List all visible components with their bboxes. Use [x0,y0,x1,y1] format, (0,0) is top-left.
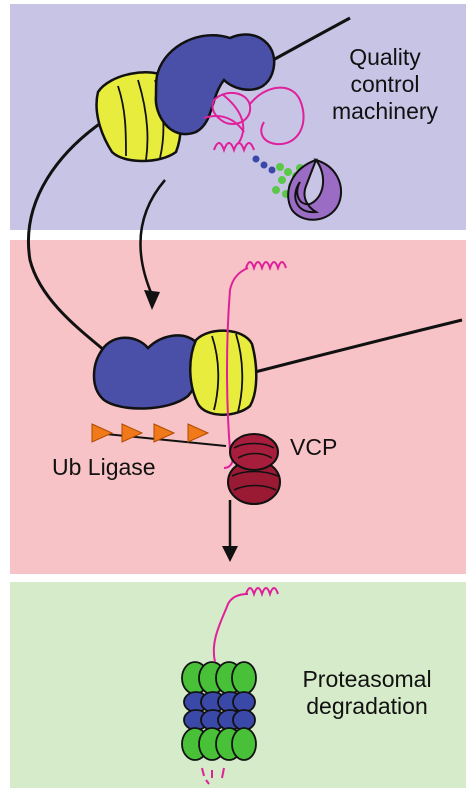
quality-control-line-1: Quality [349,44,421,70]
quality-control-line-3: machinery [331,98,439,124]
blue-protein-top [154,33,276,136]
blue-protein-middle [92,334,204,410]
channel-middle [188,329,258,416]
peptide-fragments [201,767,225,785]
degradation-arrow-head [222,546,238,562]
vcp-label: VCP [290,434,338,460]
transition-arrow [139,179,166,296]
ubiquitin-icon [121,423,144,443]
quality-control-line-2: control [350,71,420,97]
ubiquitin-icon [91,423,114,443]
channel-middle-shape [188,329,258,416]
degrading-substrate [212,587,279,663]
proteasomal-degradation-label: Proteasomal degradation [262,666,472,720]
proteasomal-degradation-line-2: degradation [306,693,428,719]
proteasomal-degradation-line-1: Proteasomal [302,666,432,692]
lectin-chaperone [287,158,342,221]
ub-ligase-label: Ub Ligase [52,454,156,480]
misfolded-substrate [203,86,305,153]
ubiquitin-icon [153,423,176,443]
membrane-line-top [27,116,111,357]
transition-arrow-head [144,290,160,310]
vcp-complex [227,433,281,505]
ubiquitin-chain [91,423,227,447]
membrane-line-bottom-right [254,318,463,374]
ubiquitin-icon [187,423,210,443]
quality-control-label: Quality control machinery [300,44,470,125]
proteasome [181,661,257,761]
